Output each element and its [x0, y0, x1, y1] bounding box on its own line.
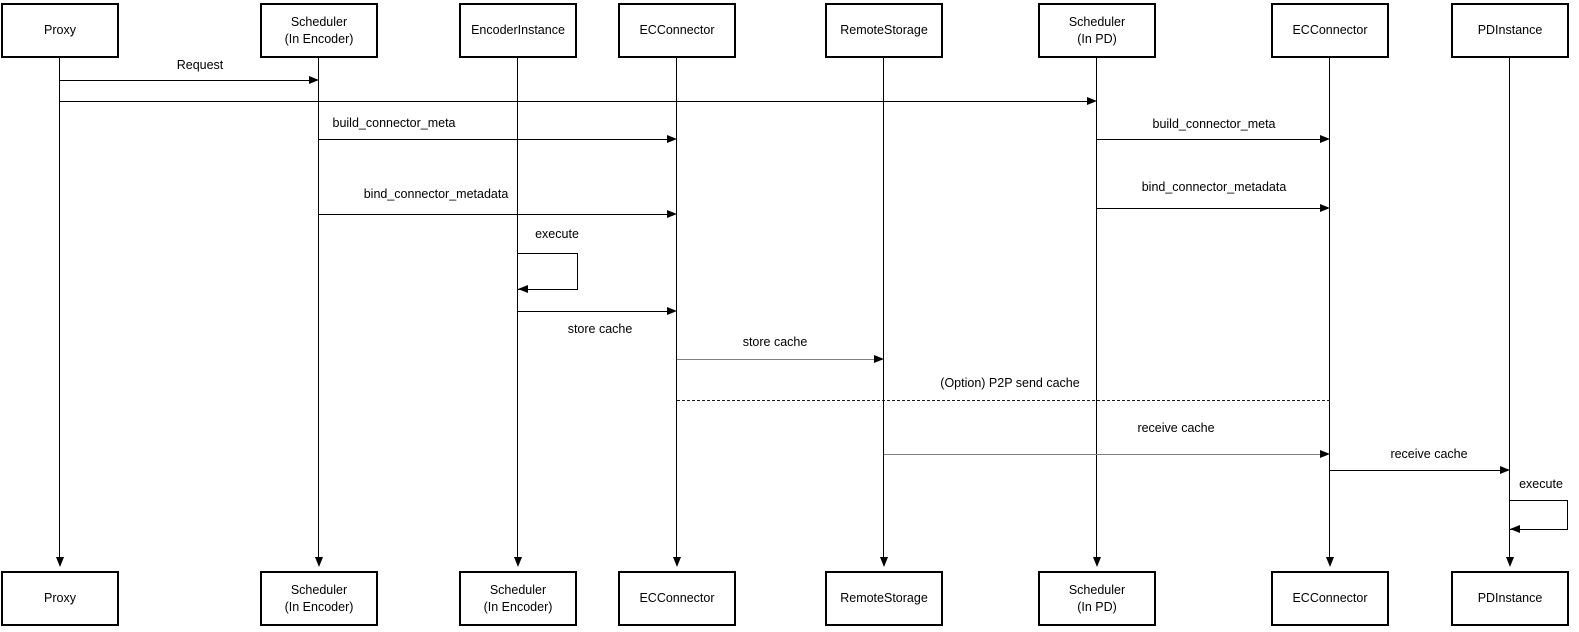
lifeline-pd-instance — [1509, 58, 1510, 558]
message-label-build-connector-meta-left: build_connector_meta — [330, 116, 458, 130]
participant-top-ec-connector-left: ECConnector — [618, 3, 736, 58]
message-label-request: Request — [174, 58, 226, 72]
participant-bottom-scheduler-pd: Scheduler (In PD) — [1038, 571, 1156, 626]
message-line-build-connector-meta-left — [319, 139, 669, 140]
participant-bottom-pd-instance: PDInstance — [1451, 571, 1569, 626]
message-line-request — [60, 80, 311, 81]
participant-bottom-scheduler-encoder-2: Scheduler (In Encoder) — [459, 571, 577, 626]
message-label-receive-cache-2: receive cache — [1388, 447, 1470, 461]
arrowhead-right-icon — [667, 210, 677, 218]
message-label-build-connector-meta-right: build_connector_meta — [1150, 117, 1278, 131]
arrowhead-right-icon — [667, 307, 677, 315]
message-label-store-cache-1: store cache — [565, 322, 635, 336]
arrowhead-left-icon — [1510, 525, 1520, 533]
participant-bottom-remote-storage: RemoteStorage — [825, 571, 943, 626]
message-line-bind-connector-metadata-right — [1097, 208, 1322, 209]
message-label-store-cache-2: store cache — [740, 335, 810, 349]
participant-bottom-scheduler-encoder-1: Scheduler (In Encoder) — [260, 571, 378, 626]
message-line-bind-connector-metadata-left — [319, 214, 669, 215]
lifeline-ec-connector-right — [1329, 58, 1330, 558]
lifeline-scheduler-encoder — [318, 58, 319, 558]
arrowhead-left-icon — [518, 285, 528, 293]
arrowhead-down-icon — [673, 557, 681, 567]
self-call-loop-pd — [1510, 500, 1568, 530]
arrowhead-down-icon — [315, 557, 323, 567]
arrowhead-right-icon — [874, 355, 884, 363]
self-call-loop-encoder — [518, 253, 578, 290]
arrowhead-right-icon — [1500, 466, 1510, 474]
participant-top-scheduler-encoder: Scheduler (In Encoder) — [260, 3, 378, 58]
arrowhead-down-icon — [1093, 557, 1101, 567]
message-line-build-connector-meta-right — [1097, 139, 1322, 140]
arrowhead-down-icon — [1326, 557, 1334, 567]
arrowhead-right-icon — [1320, 135, 1330, 143]
message-line-receive-cache-2 — [1330, 470, 1502, 471]
participant-top-pd-instance: PDInstance — [1451, 3, 1569, 58]
lifeline-remote-storage — [883, 58, 884, 558]
participant-top-ec-connector-right: ECConnector — [1271, 3, 1389, 58]
message-label-bind-connector-metadata-right: bind_connector_metadata — [1139, 180, 1289, 194]
participant-bottom-ec-connector-left: ECConnector — [618, 571, 736, 626]
arrowhead-right-icon — [1087, 97, 1097, 105]
lifeline-encoder-instance — [517, 58, 518, 558]
participant-bottom-proxy: Proxy — [1, 571, 119, 626]
message-label-receive-cache-1: receive cache — [1135, 421, 1217, 435]
lifeline-scheduler-pd — [1096, 58, 1097, 558]
message-line-store-cache-1 — [518, 311, 669, 312]
participant-top-proxy: Proxy — [1, 3, 119, 58]
arrowhead-down-icon — [56, 557, 64, 567]
arrowhead-down-icon — [880, 557, 888, 567]
lifeline-proxy — [59, 58, 60, 558]
participant-bottom-ec-connector-right: ECConnector — [1271, 571, 1389, 626]
participant-top-scheduler-pd: Scheduler (In PD) — [1038, 3, 1156, 58]
message-line-proxy-to-scheduler-pd — [60, 101, 1089, 102]
message-line-receive-cache-1 — [884, 454, 1322, 455]
message-label-execute-pd: execute — [1517, 477, 1565, 491]
message-line-p2p-send-cache — [677, 400, 1330, 401]
arrowhead-right-icon — [667, 135, 677, 143]
arrowhead-right-icon — [1320, 450, 1330, 458]
arrowhead-down-icon — [1506, 557, 1514, 567]
arrowhead-right-icon — [309, 76, 319, 84]
message-label-execute-encoder: execute — [533, 227, 581, 241]
participant-top-encoder-instance: EncoderInstance — [459, 3, 577, 58]
message-line-store-cache-2 — [677, 359, 876, 360]
message-label-bind-connector-metadata-left: bind_connector_metadata — [361, 187, 511, 201]
participant-top-remote-storage: RemoteStorage — [825, 3, 943, 58]
message-label-p2p-send-cache: (Option) P2P send cache — [938, 376, 1082, 390]
arrowhead-right-icon — [1320, 204, 1330, 212]
arrowhead-down-icon — [514, 557, 522, 567]
